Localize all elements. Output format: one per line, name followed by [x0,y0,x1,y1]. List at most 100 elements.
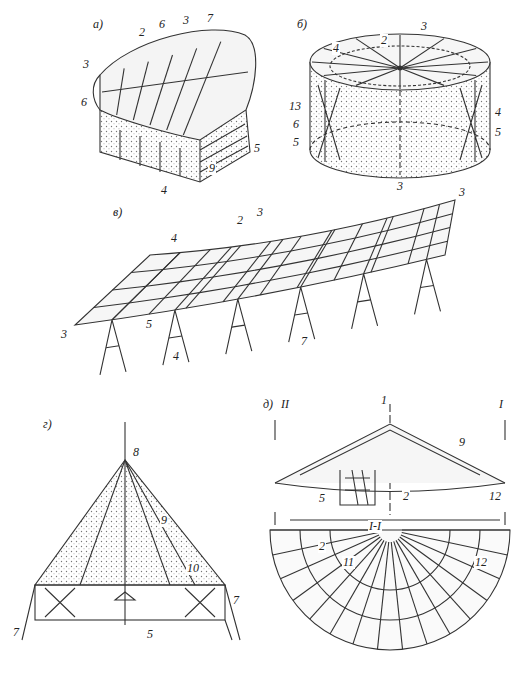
callout-number: 11 [342,556,355,569]
callout-number: 3 [420,20,428,33]
membrane-cable [113,228,451,291]
trestle [289,287,315,342]
callout-number: 3 [60,328,68,341]
callout-number: 7 [12,626,20,639]
trestle [163,310,189,365]
radial-rib [293,537,380,600]
membrane-cable [94,241,448,307]
figure-letter: а) [92,18,104,31]
callout-number: 4 [494,106,502,119]
trestle [226,299,252,354]
membrane-cable [131,214,452,273]
roof-rib [150,55,173,125]
callout-number: 9 [160,514,168,527]
callout-number: 5 [146,628,154,641]
callout-number: 6 [292,118,300,131]
callout-number: 4 [172,350,180,363]
radial-cable [399,35,400,68]
radial-rib [377,542,388,649]
figure-letter: в) [112,206,123,219]
trestle [295,313,308,315]
suspended-roof [75,200,455,375]
callout-number: 10 [186,562,200,575]
radial-rib [401,535,500,579]
figure-letter: д) [262,398,274,411]
radial-rib [394,541,427,644]
tent [22,422,240,640]
trestle [112,253,180,320]
radial-cable [399,68,400,89]
radial-rib [396,540,450,634]
callout-number: 7 [206,12,214,25]
radial-cable [400,68,476,76]
radial-rib [353,541,386,644]
callout-number: 2 [138,26,146,39]
callout-number: 2 [402,490,410,503]
callout-number: 6 [80,96,88,109]
trestle [232,325,245,327]
radial-rib [280,535,379,579]
trestle [238,239,283,299]
roof-rib [133,62,148,120]
round-shell [310,34,490,178]
roof-rib [102,72,248,92]
radial-rib [310,539,382,619]
callout-number: 3 [256,206,264,219]
radial-rib [402,532,508,554]
radial-cable [400,68,444,85]
callout-number: 2 [318,540,326,553]
callout-number: 9 [208,162,216,175]
radial-rib [270,529,378,530]
trestle [352,274,378,329]
callout-number: I [498,398,504,411]
trestle [100,320,126,375]
trestle [415,259,441,314]
callout-number: 1 [380,394,388,407]
callout-number: 13 [288,100,302,113]
callout-number: 3 [182,14,190,27]
trestle [301,230,335,287]
trestle [175,247,231,310]
trestle [169,336,182,338]
callout-number: 4 [160,184,168,197]
callout-number: 6 [158,18,166,31]
callout-number: 4 [170,232,178,245]
callout-number: I-I [368,520,382,533]
callout-number: 7 [232,594,240,607]
radial-cable [356,39,400,68]
callout-number: 12 [488,490,502,503]
trestle [106,346,119,348]
trestle [364,218,387,274]
roof-rib [183,42,221,135]
callout-number: 5 [292,136,300,149]
radial-cable [400,39,444,68]
callout-number: 7 [300,335,308,348]
callout-number: 8 [132,446,140,459]
callout-number: 12 [474,556,488,569]
roof-rib [117,68,125,115]
roof-rib [167,48,197,130]
callout-number: 9 [458,436,466,449]
callout-number: II [280,398,290,411]
trestle [427,204,440,259]
callout-number: 5 [494,126,502,139]
callout-number: 2 [380,34,388,47]
callout-number: 5 [253,142,261,155]
callout-number: 5 [145,318,153,331]
figure-letter: г) [42,418,53,431]
cone-roof [270,404,510,650]
radial-cable [324,68,400,76]
shell-building [93,30,255,182]
radial-rib [402,529,510,530]
radial-rib [391,542,402,649]
trestle [358,300,371,302]
radial-rib [273,532,379,554]
callout-number: 2 [236,214,244,227]
callout-number: 3 [458,186,466,199]
callout-number: 3 [396,180,404,193]
radial-cable [400,49,476,69]
callout-number: 3 [82,58,90,71]
callout-number: 5 [318,492,326,505]
membrane-cable [112,253,180,320]
